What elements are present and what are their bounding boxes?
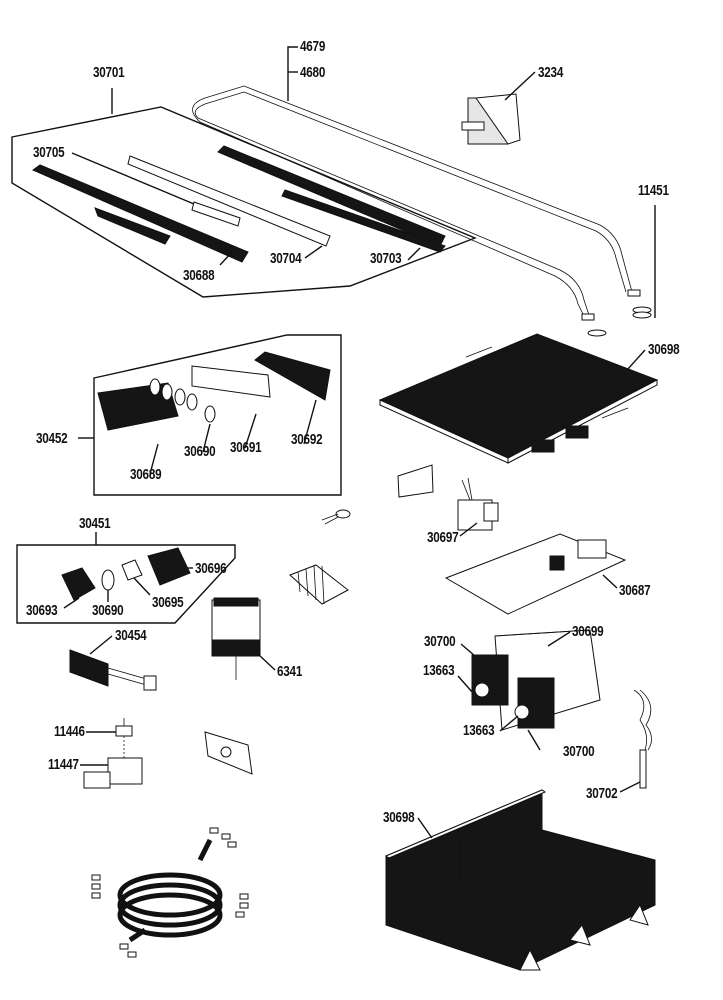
part-30693-bezel: [61, 567, 96, 609]
label-30695: 30695: [152, 594, 184, 611]
part-30696-cover: [147, 547, 193, 586]
label-30703: 30703: [370, 250, 402, 267]
part-30705-plate: [71, 152, 241, 227]
label-30696: 30696: [195, 560, 227, 577]
label-30454: 30454: [115, 627, 147, 644]
label-30692: 30692: [291, 431, 323, 448]
part-30700-relay-a: [457, 643, 509, 706]
label-30688: 30688: [183, 267, 215, 284]
part-30695-board: [121, 559, 151, 596]
label-30690-a: 30690: [184, 443, 216, 460]
heating-element-tube: [192, 85, 652, 337]
label-6341: 6341: [277, 663, 303, 680]
label-30452: 30452: [36, 430, 68, 447]
part-30691-switch-board: [191, 365, 271, 449]
group-outline-30451: [16, 532, 236, 624]
label-30693: 30693: [26, 602, 58, 619]
part-6341-selector-switch: [211, 597, 276, 680]
label-30690-b: 30690: [92, 602, 124, 619]
label-30700-a: 30700: [424, 633, 456, 650]
part-30700-relay-b: [499, 677, 555, 751]
part-30687-pcb: [444, 533, 627, 615]
label-11446: 11446: [54, 723, 85, 740]
label-30705: 30705: [33, 144, 65, 161]
label-30687: 30687: [619, 582, 651, 599]
part-30690-keycap-single: [101, 569, 115, 602]
label-30691: 30691: [230, 439, 262, 456]
part-mounting-bracket: [204, 731, 253, 775]
label-30689: 30689: [130, 466, 162, 483]
label-11451: 11451: [638, 182, 669, 199]
part-3234-transformer: [461, 71, 536, 145]
label-4680: 4680: [300, 64, 326, 81]
leader-4679-4680: [287, 46, 298, 101]
label-30451: 30451: [79, 515, 111, 532]
label-30697: 30697: [427, 529, 459, 546]
label-30701: 30701: [93, 64, 125, 81]
part-11446-sensor-cap: [86, 718, 133, 737]
small-connectors: [321, 509, 351, 525]
label-13663-b: 13663: [463, 722, 495, 739]
part-30703-profile: [217, 145, 446, 261]
part-30690-keycaps: [149, 378, 216, 453]
label-11447: 11447: [48, 756, 79, 773]
part-30698-lid: [378, 333, 659, 464]
part-30697-switch: [397, 464, 499, 537]
part-30702-temperature-probe: [619, 689, 652, 793]
part-30688-keypad-strip: [31, 164, 249, 266]
label-13663-a: 13663: [423, 662, 455, 679]
label-30702: 30702: [586, 785, 618, 802]
group-outline-30701: [11, 88, 477, 298]
label-30699: 30699: [572, 623, 604, 640]
part-wiring-harness: [91, 827, 249, 958]
part-terminal-block: [289, 564, 349, 605]
label-30700-b: 30700: [563, 743, 595, 760]
part-30704-led-strip: [127, 155, 331, 259]
label-3234: 3234: [538, 64, 564, 81]
group-outline-30452: [78, 334, 342, 496]
part-30689-button-bezel: [97, 382, 179, 475]
label-30698-lid: 30698: [648, 341, 680, 358]
part-30454-membrane: [69, 635, 157, 691]
part-11447-flow-meter: [80, 736, 143, 789]
part-30698-housing: [384, 789, 656, 971]
label-30698-housing: 30698: [383, 809, 415, 826]
label-4679: 4679: [300, 38, 326, 55]
part-30692-display-cover: [254, 351, 331, 445]
label-30704: 30704: [270, 250, 302, 267]
